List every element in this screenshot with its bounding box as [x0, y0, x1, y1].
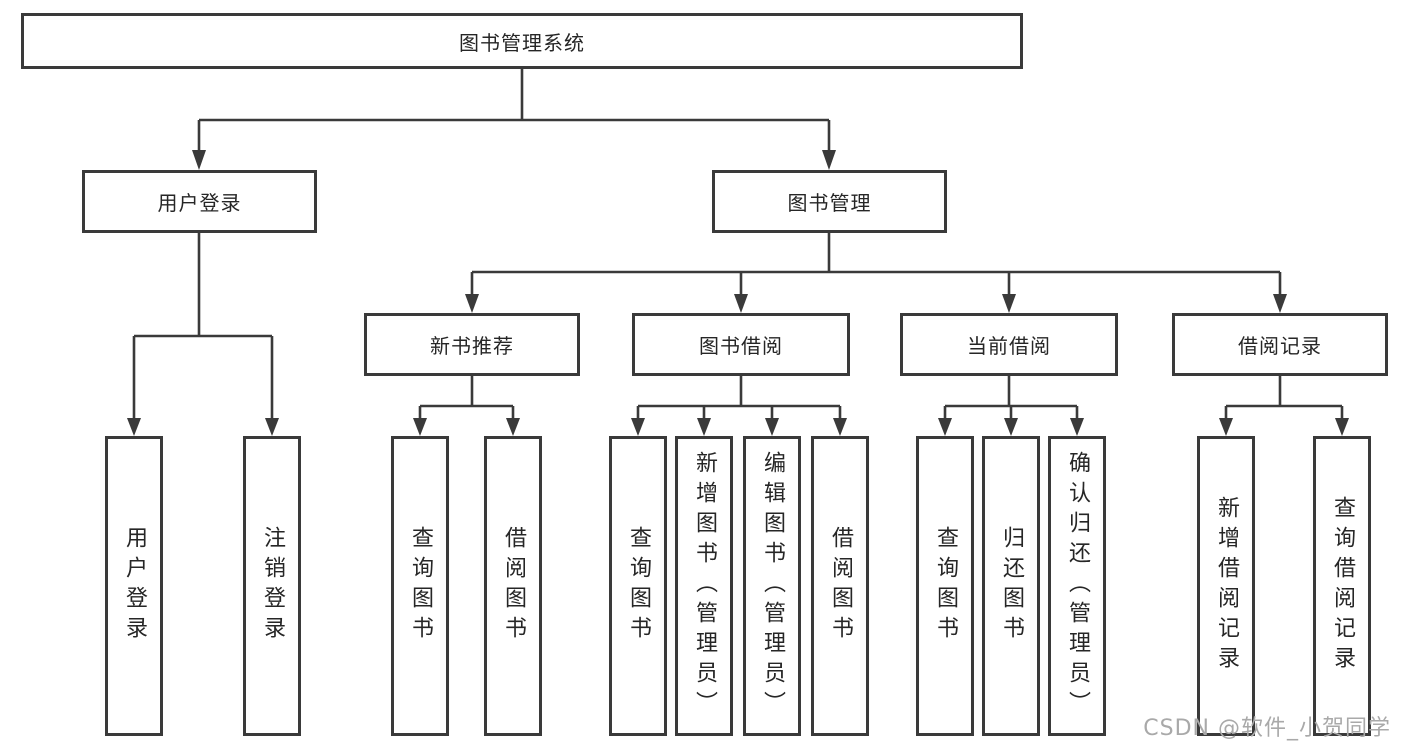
node-borrow-records: 借阅记录 — [1172, 313, 1388, 376]
node-root-label: 图书管理系统 — [459, 30, 585, 55]
leaf-return-books: 归还图书 — [982, 436, 1040, 736]
leaf-query-borrow-record-label: 查询借阅记录 — [1330, 496, 1355, 676]
node-book-management: 图书管理 — [712, 170, 947, 233]
leaf-edit-book-admin: 编辑图书（管理员） — [743, 436, 801, 736]
leaf-add-book-admin: 新增图书（管理员） — [675, 436, 733, 736]
node-root: 图书管理系统 — [21, 13, 1023, 69]
leaf-user-login-label: 用户登录 — [122, 526, 147, 646]
node-new-book-recommend: 新书推荐 — [364, 313, 580, 376]
leaf-add-book-admin-label: 新增图书（管理员） — [692, 451, 717, 721]
node-book-management-label: 图书管理 — [787, 191, 872, 215]
leaf-borrow-books-1: 借阅图书 — [484, 436, 542, 736]
leaf-query-books-1: 查询图书 — [391, 436, 449, 736]
leaf-new-borrow-record: 新增借阅记录 — [1197, 436, 1255, 736]
node-current-borrow-label: 当前借阅 — [967, 334, 1051, 358]
leaf-confirm-return-admin: 确认归还（管理员） — [1048, 436, 1106, 736]
leaf-query-books-3-label: 查询图书 — [933, 526, 958, 646]
leaf-borrow-books-2: 借阅图书 — [811, 436, 869, 736]
leaf-new-borrow-record-label: 新增借阅记录 — [1214, 496, 1239, 676]
leaf-query-borrow-record: 查询借阅记录 — [1313, 436, 1371, 736]
node-book-borrow-label: 图书借阅 — [699, 334, 783, 358]
leaf-query-books-3: 查询图书 — [916, 436, 974, 736]
leaf-logout: 注销登录 — [243, 436, 301, 736]
node-current-borrow: 当前借阅 — [900, 313, 1118, 376]
node-user-login-label: 用户登录 — [157, 191, 242, 215]
node-borrow-records-label: 借阅记录 — [1238, 334, 1322, 358]
leaf-confirm-return-admin-label: 确认归还（管理员） — [1065, 451, 1090, 721]
node-book-borrow: 图书借阅 — [632, 313, 850, 376]
node-user-login: 用户登录 — [82, 170, 317, 233]
leaf-query-books-1-label: 查询图书 — [408, 526, 433, 646]
node-new-book-recommend-label: 新书推荐 — [430, 334, 514, 358]
leaf-return-books-label: 归还图书 — [999, 526, 1024, 646]
leaf-borrow-books-2-label: 借阅图书 — [828, 526, 853, 646]
leaf-query-books-2-label: 查询图书 — [626, 526, 651, 646]
leaf-user-login: 用户登录 — [105, 436, 163, 736]
leaf-logout-label: 注销登录 — [260, 526, 285, 646]
csdn-watermark: CSDN @软件_小贺同学 — [1143, 716, 1391, 741]
leaf-edit-book-admin-label: 编辑图书（管理员） — [760, 451, 785, 721]
leaf-borrow-books-1-label: 借阅图书 — [501, 526, 526, 646]
leaf-query-books-2: 查询图书 — [609, 436, 667, 736]
